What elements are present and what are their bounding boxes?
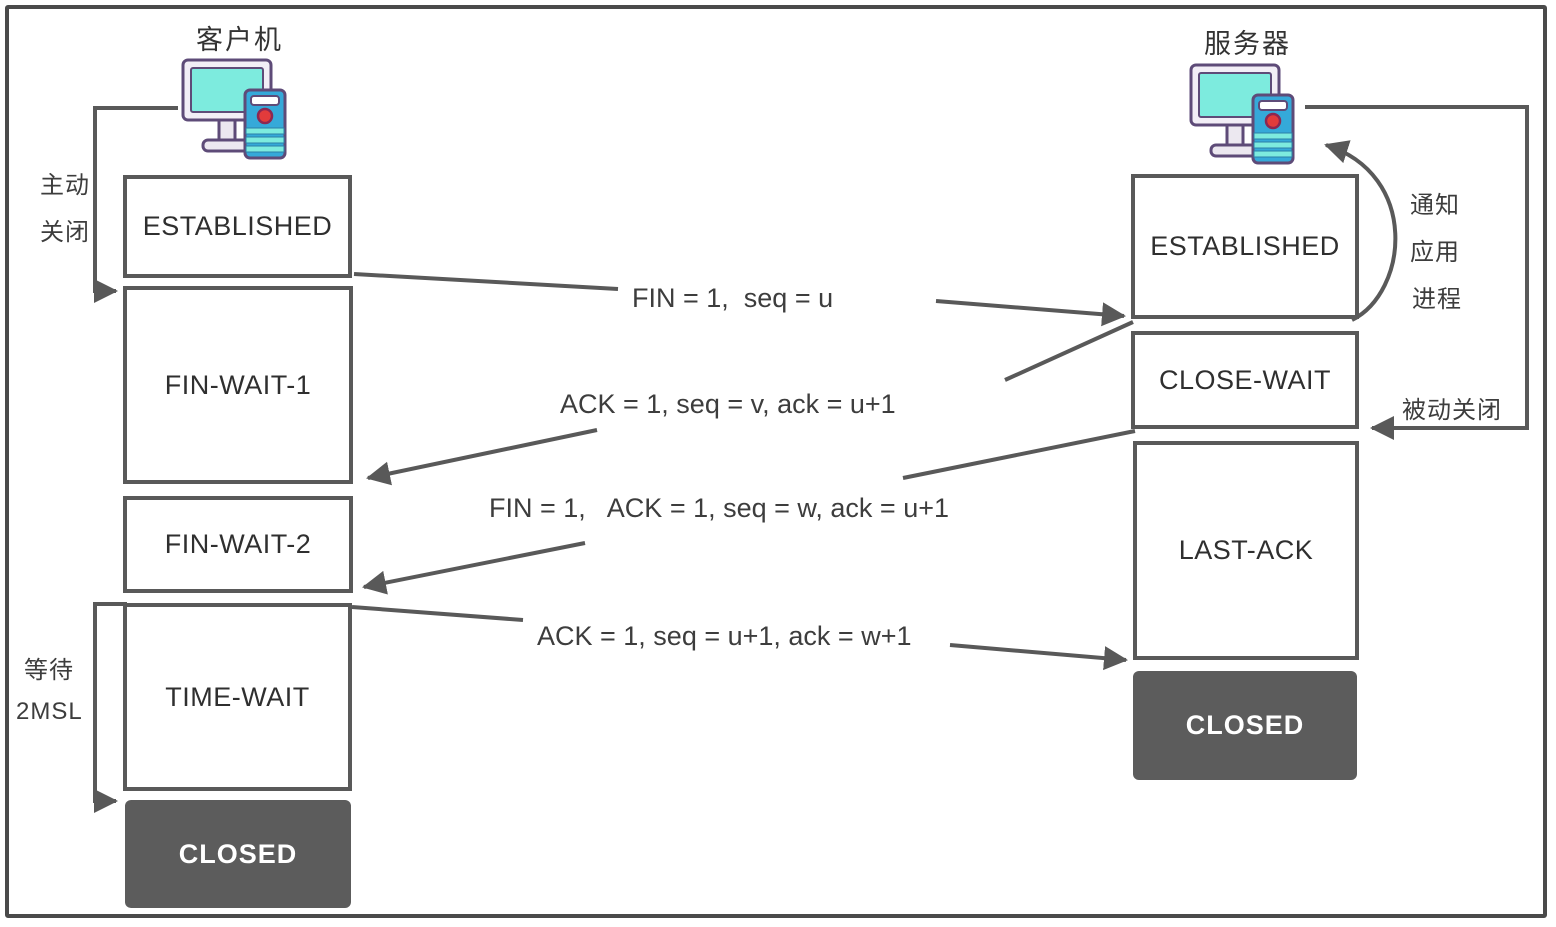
active-close-bracket-arrow	[93, 106, 178, 303]
notify-app-label-line2: 应用	[1410, 239, 1460, 266]
notify-app-label-line1: 通知	[1410, 192, 1460, 219]
state-label: CLOSED	[178, 838, 298, 869]
message-finack: FIN = 1, ACK = 1, seq = w, ack = u+1	[485, 493, 954, 524]
active-close-label-line2: 关闭	[40, 219, 90, 246]
finack-arrow-right-segment	[902, 429, 1136, 480]
notify-app-curve-arrow	[1324, 140, 1398, 322]
client-computer-icon	[181, 58, 287, 160]
server-state-established: ESTABLISHED	[1131, 174, 1359, 319]
state-label: LAST-ACK	[1178, 535, 1314, 565]
ack2-arrow-right-segment	[949, 643, 1128, 671]
server-title: 服务器	[1204, 29, 1291, 59]
passive-close-line-arrow	[1305, 105, 1529, 440]
client-state-fin-wait-1: FIN-WAIT-1	[123, 286, 353, 484]
server-state-closed: CLOSED	[1133, 671, 1357, 780]
ack1-arrow-right-segment	[1004, 320, 1134, 382]
state-label: CLOSE-WAIT	[1158, 364, 1331, 395]
wait-2msl-bracket-arrow	[93, 602, 127, 813]
finack-arrow-left-segment	[362, 541, 586, 595]
state-label: FIN-WAIT-2	[164, 529, 312, 559]
notify-app-label-line3: 进程	[1412, 286, 1462, 313]
passive-close-label: 被动关闭	[1402, 397, 1502, 424]
client-state-fin-wait-2: FIN-WAIT-2	[123, 496, 353, 593]
ack1-arrow-left-segment	[366, 428, 598, 486]
ack2-arrow-left-segment	[351, 605, 524, 622]
server-state-close-wait: CLOSE-WAIT	[1131, 331, 1359, 429]
state-label: ESTABLISHED	[142, 211, 333, 241]
active-close-label-line1: 主动	[40, 172, 90, 199]
server-state-last-ack: LAST-ACK	[1133, 441, 1359, 660]
message-ack1: ACK = 1, seq = v, ack = u+1	[556, 389, 900, 420]
client-state-established: ESTABLISHED	[123, 175, 352, 278]
wait-2msl-label-line1: 等待	[24, 657, 74, 684]
server-computer-icon	[1189, 63, 1295, 165]
message-ack2: ACK = 1, seq = u+1, ack = w+1	[533, 621, 916, 652]
state-label: TIME-WAIT	[165, 681, 310, 712]
state-label: ESTABLISHED	[1150, 231, 1340, 261]
diagram-border	[5, 5, 1547, 918]
fin-arrow-right-segment	[935, 299, 1126, 327]
client-state-time-wait: TIME-WAIT	[123, 603, 352, 791]
client-state-closed: CLOSED	[125, 800, 351, 908]
state-label: FIN-WAIT-1	[164, 369, 312, 400]
fin-arrow-left-segment	[353, 272, 619, 291]
wait-2msl-label-line2: 2MSL	[16, 698, 83, 725]
state-label: CLOSED	[1185, 710, 1305, 740]
client-title: 客户机	[196, 25, 283, 55]
message-fin: FIN = 1, seq = u	[628, 283, 838, 314]
